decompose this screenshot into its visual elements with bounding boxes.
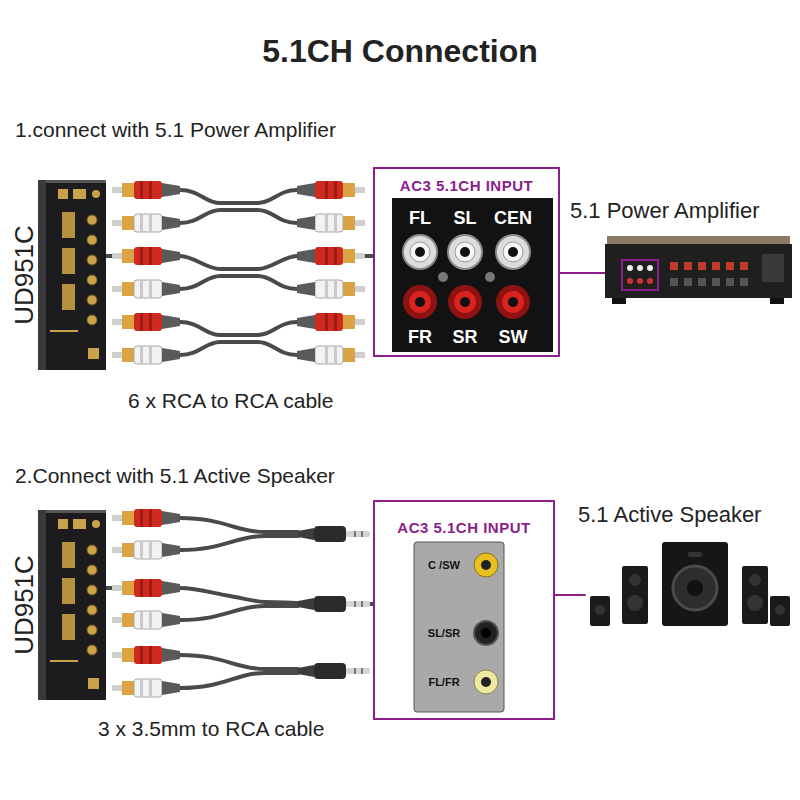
rca-plug — [112, 679, 180, 697]
cable-wires — [180, 518, 298, 688]
channel-label: FL/FR — [428, 676, 459, 689]
mini-jack-plug — [298, 526, 370, 542]
converter-device: UD951C — [38, 510, 106, 700]
section-heading: 2.Connect with 5.1 Active Speaker — [15, 464, 335, 488]
channel-label: SL/SR — [428, 627, 460, 640]
panel-title: AC3 5.1CH INPUT — [375, 177, 558, 195]
channel-label: SL — [453, 208, 476, 229]
cable-wire — [180, 673, 298, 688]
rca-plug — [112, 181, 180, 199]
rca-plug — [112, 611, 180, 629]
rca-plug — [297, 181, 365, 199]
white-jacks — [403, 235, 530, 269]
mini-jack-plug — [298, 663, 370, 679]
cable-caption: 3 x 3.5mm to RCA cable — [98, 717, 324, 741]
device-body — [38, 510, 106, 700]
rca-plug — [112, 579, 180, 597]
channel-label: CEN — [494, 208, 532, 229]
input-panel: AC3 5.1CH INPUT — [373, 500, 555, 720]
equipment-name: 5.1 Active Speaker — [578, 502, 761, 527]
cable-wire — [180, 342, 297, 355]
rca-plug — [112, 509, 180, 527]
converter-device: UD951C — [38, 180, 106, 370]
link-line — [560, 272, 605, 274]
channel-label: C /SW — [428, 559, 460, 572]
cable-wire — [180, 536, 298, 550]
speaker-set-picture — [590, 542, 790, 626]
rca-plug — [297, 346, 365, 364]
mini-jack-plugs — [298, 526, 370, 679]
rca-plugs — [112, 509, 180, 697]
rca-plug — [112, 247, 180, 265]
equipment-picture: 5.1 Power Amplifier — [605, 232, 792, 305]
red-jacks — [403, 285, 530, 319]
cable-caption: 6 x RCA to RCA cable — [128, 389, 333, 413]
cable-wire — [180, 276, 297, 289]
channel-label: SR — [452, 327, 477, 348]
rca-plug — [297, 313, 365, 331]
rca-plug — [112, 313, 180, 331]
panel-screw — [438, 272, 448, 282]
mini-jack-plug — [298, 596, 370, 612]
panel-screw — [485, 272, 495, 282]
cable-wire — [180, 210, 297, 223]
diagram-title: 5.1CH Connection — [0, 33, 800, 70]
device-name: UD951C — [10, 555, 39, 655]
input-panel-art — [392, 198, 553, 352]
channel-label: FL — [409, 208, 431, 229]
cable-wire — [180, 518, 298, 532]
cable-wire — [180, 190, 297, 203]
rca-plug — [112, 541, 180, 559]
rca-plugs — [112, 181, 365, 364]
rca-plug — [112, 214, 180, 232]
equipment-picture: 5.1 Active Speaker — [585, 540, 795, 628]
input-panel-art — [414, 542, 504, 712]
rca-plug — [297, 280, 365, 298]
device-body — [38, 180, 106, 370]
rca-plug — [112, 346, 180, 364]
panel-plate — [414, 542, 504, 712]
link-line — [555, 594, 585, 596]
section-heading: 1.connect with 5.1 Power Amplifier — [15, 118, 336, 142]
cable-wire — [180, 322, 297, 335]
rca-plug — [112, 280, 180, 298]
rca-plug — [297, 214, 365, 232]
rca-plug — [297, 247, 365, 265]
cable-wire — [180, 655, 298, 669]
channel-label: FR — [408, 327, 432, 348]
panel-plate — [392, 198, 553, 352]
equipment-name: 5.1 Power Amplifier — [570, 198, 760, 223]
panel-title: AC3 5.1CH INPUT — [375, 519, 553, 537]
cable-wire — [180, 606, 298, 620]
rca-plug — [112, 646, 180, 664]
device-name: UD951C — [10, 225, 39, 325]
channel-label: SW — [499, 327, 528, 348]
amplifier-picture — [605, 236, 792, 304]
cable-wires — [180, 190, 297, 355]
